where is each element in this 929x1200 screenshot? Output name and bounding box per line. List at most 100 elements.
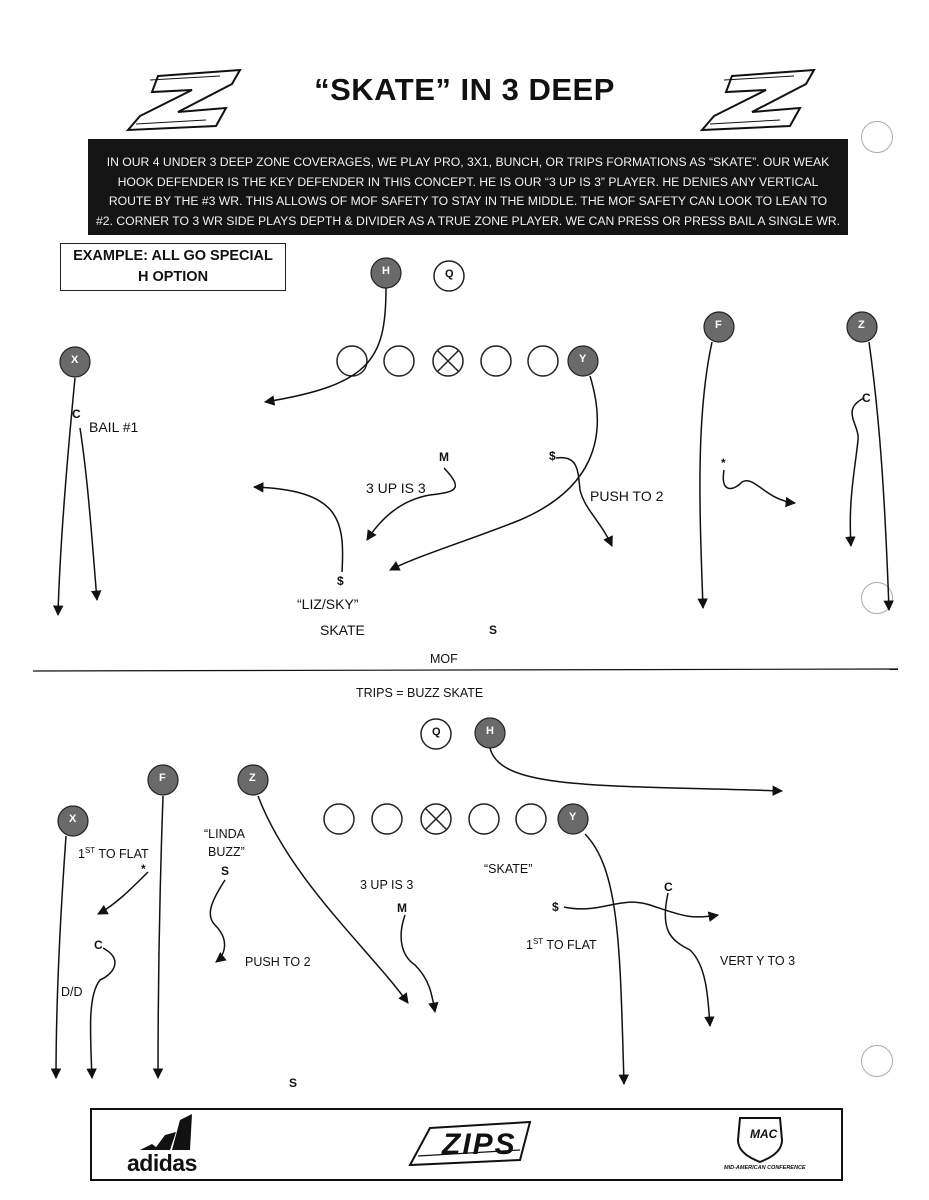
label-liz-sky: “LIZ/SKY”: [297, 596, 359, 612]
route-dollar: [563, 901, 720, 922]
player-label: Z: [249, 772, 256, 784]
route-h: [263, 287, 387, 406]
label-first-flat-left: 1ST TO FLAT: [78, 846, 149, 861]
binder-hole-bottom: [861, 1045, 893, 1077]
lineman: [371, 803, 403, 835]
label-linda: “LINDA: [204, 827, 245, 841]
player-f: [147, 764, 179, 796]
route-m: [400, 914, 439, 1014]
routes-1: [53, 287, 894, 617]
defender-c-left: C: [72, 407, 81, 421]
intro-banner: IN OUR 4 UNDER 3 DEEP ZONE COVERAGES, WE…: [88, 139, 848, 235]
ordinal-suffix: ST: [84, 846, 96, 855]
lineman: [515, 803, 547, 835]
intro-line: IN OUR 4 UNDER 3 DEEP ZONE COVERAGES, WE…: [106, 155, 830, 169]
mac-subtitle: MID-AMERICAN CONFERENCE: [724, 1165, 806, 1171]
player-label: Q: [445, 268, 454, 280]
label-bail: BAIL #1: [89, 419, 139, 435]
route-z: [257, 795, 409, 1004]
z-logo-left-icon: [125, 68, 242, 132]
route-h: [489, 747, 784, 796]
player-label: Y: [569, 811, 577, 823]
defender-star: *: [141, 862, 146, 876]
adidas-logo-icon: [140, 1114, 192, 1150]
ordinal-number: 1: [526, 938, 533, 953]
intro-line: #2. CORNER TO 3 WR SIDE PLAYS DEPTH & DI…: [95, 213, 841, 228]
qb-circle: [420, 718, 452, 750]
player-label: F: [159, 772, 166, 784]
label-push: PUSH TO 2: [245, 955, 311, 969]
defender-c-right: C: [664, 880, 673, 894]
defender-s-deep: S: [289, 1076, 298, 1090]
player-label: H: [382, 265, 390, 277]
label-first-flat-right: 1ST TO FLAT: [526, 937, 597, 952]
label-skate: “SKATE”: [484, 862, 533, 876]
diagram2-title: TRIPS = BUZZ SKATE: [356, 686, 484, 700]
player-label: F: [715, 319, 722, 331]
label-dd: D/D: [61, 985, 83, 999]
ordinal-number: 1: [78, 847, 85, 862]
route-c-right: [664, 892, 715, 1028]
player-z: [237, 764, 269, 796]
mac-wordmark: MAC: [750, 1127, 778, 1141]
intro-line: ROUTE BY THE #3 WR. THIS ALLOWS OF MOF S…: [108, 194, 828, 208]
binder-hole-top: [861, 121, 893, 153]
label-vert: VERT Y TO 3: [720, 954, 796, 968]
player-label: Q: [432, 726, 441, 738]
page-title: “SKATE” IN 3 DEEP: [314, 72, 615, 107]
label-3-up: 3 UP IS 3: [366, 480, 426, 496]
player-label: X: [69, 813, 77, 825]
label-mof: MOF: [430, 652, 458, 666]
player-label: Z: [858, 319, 865, 331]
route-liz: [252, 482, 344, 573]
receivers-1: [59, 257, 878, 378]
receivers-2: [57, 717, 589, 837]
route-bail-c: [79, 427, 102, 602]
z-logo-right-icon: [699, 68, 816, 132]
mac-logo-icon: [736, 1117, 784, 1164]
defender-m: M: [397, 901, 407, 915]
player-y: [567, 345, 599, 377]
route-f: [697, 341, 713, 610]
defender-c-left: C: [94, 938, 103, 952]
label-buzz: BUZZ”: [208, 845, 245, 859]
player-label: H: [486, 725, 494, 737]
player-z: [846, 311, 878, 343]
route-star: [722, 469, 797, 508]
footer-banner: adidas ZIPS MAC MID-AMERICAN CONFERENCE: [90, 1108, 843, 1181]
label-skate: SKATE: [320, 622, 365, 638]
route-m: [366, 467, 457, 541]
label-3-up: 3 UP IS 3: [360, 878, 414, 892]
route-star: [97, 871, 149, 915]
route-c-right: [845, 397, 865, 548]
lineman: [383, 345, 415, 377]
intro-line: HOOK DEFENDER IS THE KEY DEFENDER IN THI…: [117, 174, 819, 189]
player-label: Y: [579, 353, 587, 365]
label-push: PUSH TO 2: [590, 488, 664, 504]
player-label: X: [71, 354, 79, 366]
example-box: EXAMPLE: ALL GO SPECIAL H OPTION: [60, 243, 286, 291]
route-f: [152, 795, 164, 1080]
player-x: [59, 346, 91, 378]
defender-c-right: C: [862, 391, 871, 405]
defender-dollar: $: [552, 900, 559, 914]
section-divider: [32, 668, 899, 672]
zips-wordmark: ZIPS: [442, 1128, 517, 1161]
adidas-wordmark: adidas: [127, 1150, 197, 1176]
zips-wordmark-icon: [408, 1120, 532, 1167]
example-line: H OPTION: [137, 269, 209, 285]
defender-s: S: [489, 623, 498, 637]
lineman: [323, 803, 355, 835]
route-x: [50, 835, 67, 1080]
offensive-line-2: [323, 718, 547, 835]
route-x: [53, 377, 76, 617]
route-c-left: [86, 947, 116, 1080]
lineman: [336, 345, 368, 377]
defender-dollar-liz: $: [337, 574, 344, 588]
qb-circle: [433, 260, 465, 292]
defender-dollar-y: $: [549, 449, 556, 463]
defender-s-linda: S: [221, 864, 230, 878]
player-x: [57, 805, 89, 837]
